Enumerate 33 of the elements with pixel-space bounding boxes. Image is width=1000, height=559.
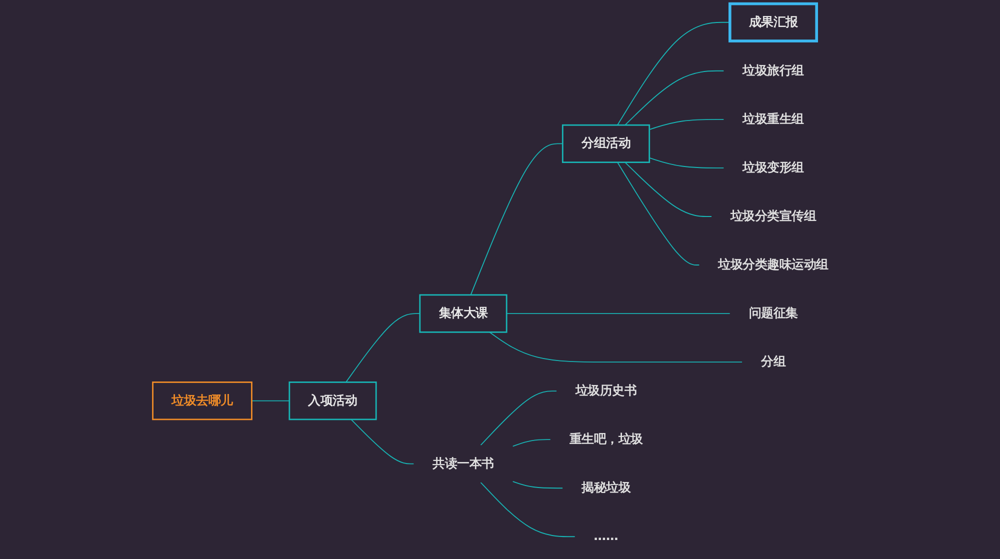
node-text: 垃圾重生组 [742, 112, 804, 126]
connector [251, 400, 290, 402]
node-text: 垃圾分类趣味运动组 [718, 258, 828, 272]
connector [648, 118, 724, 130]
node-box: 垃圾去哪儿 [152, 382, 252, 420]
connector [480, 390, 557, 446]
connector [488, 332, 743, 363]
node-box: 成果汇报 [728, 2, 818, 42]
connector [648, 157, 724, 168]
node-text: 问题征集 [748, 306, 798, 320]
connector [512, 439, 551, 447]
connector [350, 418, 414, 464]
connector [470, 143, 564, 296]
connector [506, 313, 730, 314]
connector [480, 482, 576, 538]
connector [624, 162, 712, 217]
node-box: 集体大课 [419, 294, 508, 333]
node-box: 入项活动 [288, 382, 377, 420]
connector [616, 162, 700, 266]
node-text: …… [594, 529, 618, 544]
node-text: 分组 [761, 354, 786, 369]
node-box: 分组活动 [562, 124, 650, 164]
connector [616, 22, 730, 126]
node-text: 共读一本书 [432, 456, 494, 471]
node-text: 重生吧，垃圾 [569, 432, 643, 446]
node-text: 垃圾历史书 [575, 384, 637, 398]
node-text: 垃圾分类宣传组 [730, 209, 816, 224]
connector [512, 480, 564, 489]
node-text: 垃圾旅行组 [742, 64, 804, 78]
connector [346, 313, 420, 383]
node-text: 垃圾变形组 [742, 160, 804, 175]
connector [624, 70, 724, 126]
node-text: 揭秘垃圾 [582, 480, 631, 495]
